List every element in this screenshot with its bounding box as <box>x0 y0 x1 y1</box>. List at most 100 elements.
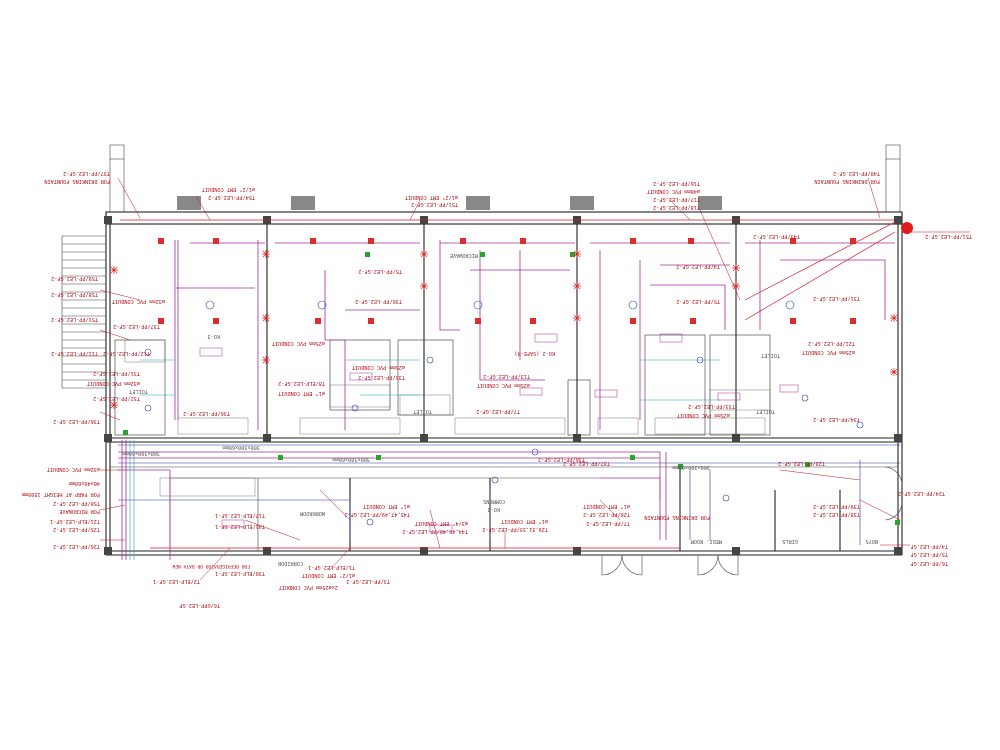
labels-mid: T5/PP-LE2.GF-2 T36/PP-LE2.GF-2 ø25mm PVC… <box>103 233 860 470</box>
entrance-doors <box>601 466 903 576</box>
label: FOR DRINKING FOUNTAIN <box>644 514 710 520</box>
label: T6/UPP-LE2.GF <box>179 602 220 608</box>
label: T39/PP-LE2.GF-2 <box>813 503 860 509</box>
label: ø32mm PVC CONDUIT <box>87 380 140 386</box>
label: T41/ELP-LE2.GF-1 <box>215 523 265 529</box>
ac-unit <box>698 196 722 210</box>
room-label: CORRIDOR <box>277 560 303 566</box>
building-walls <box>61 144 903 576</box>
label: ø25mm PVC CONDUIT <box>272 340 325 346</box>
ac-unit <box>570 196 594 210</box>
label: FOR FARP AT HEIGHT 1500mm <box>22 491 100 497</box>
ac-unit <box>177 196 201 210</box>
leader-lines <box>99 177 970 581</box>
label: T51/PP-LE2.GF-2 <box>51 316 98 322</box>
electrical-fixtures <box>110 222 913 533</box>
label: 300x300x60mm <box>223 444 260 450</box>
room-label: TOILET <box>761 352 780 358</box>
room-label: TOILET <box>756 408 775 414</box>
label: ø25mm PVC CONDUIT <box>677 412 730 418</box>
label: ø1" EMT CONDUIT <box>583 503 630 509</box>
label: 40x40x60mm <box>69 480 100 486</box>
room-label: MEDI. ROOM <box>691 538 722 544</box>
label: 300x300x60mm <box>333 456 370 462</box>
room-label: COMMONS <box>483 498 505 504</box>
label: ø1" EMT CONDUIT <box>278 390 325 396</box>
label: T5/PP-LE2.GF-2 <box>358 268 402 274</box>
label: T34/PP-LE2.GF-2 <box>813 416 860 422</box>
label: T7/PP-LE2.GF-2 <box>476 408 520 414</box>
label: T37/PP-LE2.GF-2 <box>563 460 610 466</box>
label: FOR MICROWAVE <box>59 508 100 514</box>
label: T6/PP-LE2.GF <box>911 560 948 566</box>
label: T30/ELP-LE2.GF-1 <box>215 570 265 576</box>
label: T29,31,33/PP-LE2.GF-2 <box>482 526 548 532</box>
label: ø3/4" EMT CONDUIT <box>415 520 468 526</box>
label: ø1/2" EMT CONDUIT <box>302 572 355 578</box>
label: T17/PP-LE2.GF-2 <box>653 196 700 202</box>
label: T18/PP-LE2.GF-2 <box>653 204 700 210</box>
conduit-runs <box>118 219 900 560</box>
label: T59/PP-LE2.GF-2 <box>51 275 98 281</box>
label: ø1" EMT CONDUIT <box>501 518 548 524</box>
label: T5/PP-LE2.GF-2 <box>676 298 720 304</box>
label: T23/PP-LE2.GF-2 <box>778 460 825 466</box>
label: ø32mm PVC CONDUIT <box>47 466 100 472</box>
room-label: TOILET <box>129 388 148 394</box>
label: T31/PP-LE2.GF-2 <box>93 370 140 376</box>
label: T4/PP-LE2.GF <box>911 543 948 549</box>
label: FOR DRINKING FOUNTAIN <box>814 178 880 184</box>
label: ø40mm PVC CONDUIT <box>647 188 700 194</box>
label: FOR DRINKING FOUNTAIN <box>44 178 110 184</box>
label: T32/PP-LE2.GF-2 <box>93 395 140 401</box>
label: KO-2 (SAFE-R) <box>514 350 555 356</box>
label: T11/PP-LE2.GF-2 <box>51 350 98 356</box>
label: T54/PP-LE2.GF-2 <box>208 194 255 200</box>
room-label: BOYS <box>866 538 879 544</box>
label: T7/PP-LE2.GF-2 <box>586 520 630 526</box>
label: ø25mm PVC CONDUIT <box>352 364 405 370</box>
label: T21/ELP-LE2.GF-1 <box>50 518 100 524</box>
label: T44,46,48/PP-LE2.GF-2 <box>402 528 468 534</box>
label: FOR REFRIGERATOR OR DATA NEW <box>172 563 250 569</box>
label: T51/PP-LE2.GF-2 <box>925 233 972 239</box>
label: T3/PP-LE2.GF-2 <box>346 578 390 584</box>
label: T38/PP-LE2.GF-2 <box>813 511 860 517</box>
label: T36/PP-LE2.GF-2 <box>355 298 402 304</box>
room-partitions <box>114 334 771 497</box>
label: T17/ELP-LE2.GF-1 <box>215 512 265 518</box>
label: T21/PP-LE2.GF-2 <box>808 340 855 346</box>
label: ø1/2" EMT CONDUIT <box>405 194 458 200</box>
label: T28/PP-LE2.GF-2 <box>583 511 630 517</box>
label: ø32mm PVC CONDUIT <box>112 298 165 304</box>
label: T33/PP-LE2.GF-2 <box>688 403 735 409</box>
label: T31/PP-LE2.GF-2 <box>813 295 860 301</box>
label: 300x300x60mm <box>673 464 710 470</box>
room-label: KO-2 <box>488 506 501 512</box>
stair-hatch <box>61 235 106 389</box>
ac-unit <box>466 196 490 210</box>
label: 300x300x60mm <box>123 450 160 456</box>
label: T16/PP-LE2.GF-2 <box>653 180 700 186</box>
labels-left: T59/PP-LE2.GF-2 T58/PP-LE2.GF-2 ø32mm PV… <box>22 275 165 549</box>
label: T1/ELP-LE2.GF-1 <box>308 564 355 570</box>
label: T36/PP-LE2.GF-2 <box>538 456 585 462</box>
label: T25/PP-LE2.GF-2 <box>53 526 100 532</box>
label: T13/PP-LE2.GF-2 <box>483 373 530 379</box>
room-label: WORKROOM <box>300 510 325 516</box>
label: T51/PP-LE2.GF-2 <box>411 201 458 207</box>
label: T36/PP-LE2.GF-2 <box>183 410 230 416</box>
label: ø25mm PVC CONDUIT <box>802 349 855 355</box>
label: ø25mm PVC CONDUIT <box>477 382 530 388</box>
label: T40/PP-LE2.GF-2 <box>833 170 880 176</box>
label: ø1/2" EMT CONDUIT <box>202 186 255 192</box>
label: T37/PP-LE2.GF-2 <box>63 170 110 176</box>
marker-dot <box>901 222 913 234</box>
label: T26/PP-LE2.GF-2 <box>53 543 100 549</box>
labels-top: T37/PP-LE2.GF-2 FOR DRINKING FOUNTAIN ø1… <box>44 170 972 239</box>
ac-unit <box>291 196 315 210</box>
label: T58/PP-LE2.GF-2 <box>51 291 98 297</box>
label: ø1" EMT CONDUIT <box>363 503 410 509</box>
label: T24/PP-LE2.GF-2 <box>898 490 945 496</box>
